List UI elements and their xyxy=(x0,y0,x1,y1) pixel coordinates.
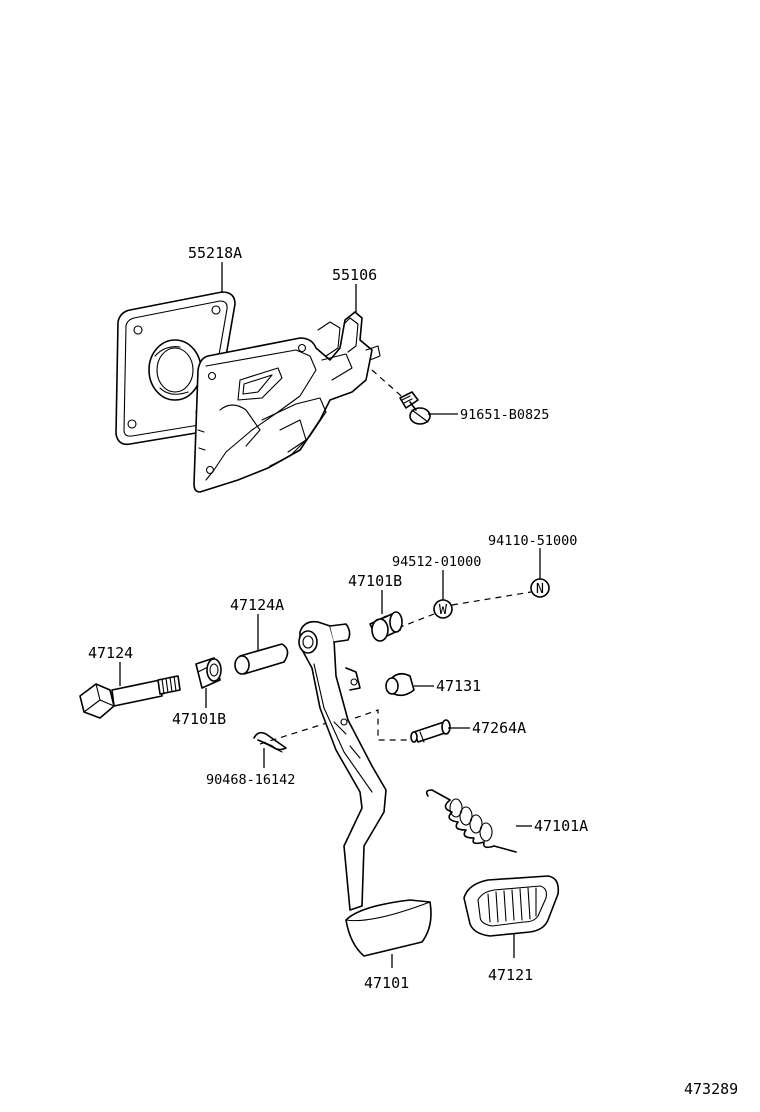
label-collar: 47124A xyxy=(230,596,284,614)
washer-w-symbol: W xyxy=(433,599,453,619)
pedal-pad xyxy=(463,875,560,937)
label-clip: 90468-16142 xyxy=(206,772,295,788)
washer-w-letter: W xyxy=(439,602,448,618)
pedal-bracket xyxy=(193,311,381,493)
return-spring xyxy=(425,789,517,853)
bushing-right xyxy=(369,611,403,642)
label-bushing-left: 47101B xyxy=(172,710,226,728)
label-stopper: 47131 xyxy=(436,677,481,695)
label-bracket-bolt: 91651-B0825 xyxy=(460,407,549,423)
drawing-number: 473289 xyxy=(684,1080,738,1098)
label-return-spring: 47101A xyxy=(534,817,588,835)
collar xyxy=(234,643,289,675)
axis-dashline-pin xyxy=(354,709,410,741)
pedal-arm xyxy=(298,620,432,957)
label-bushing-right: 47101B xyxy=(348,572,402,590)
clevis-pin xyxy=(410,719,451,743)
washer-n-symbol: N xyxy=(530,578,550,598)
cotter-clip xyxy=(253,731,287,753)
leader-lines xyxy=(119,262,541,968)
axis-dashline-washers xyxy=(397,591,532,629)
label-pedal-arm: 47101 xyxy=(364,974,409,992)
label-pin: 47264A xyxy=(472,719,526,737)
label-washer-n: 94110-51000 xyxy=(488,533,577,549)
bushing-left xyxy=(195,657,222,689)
label-pedal-bracket: 55106 xyxy=(332,266,377,284)
label-pivot-bolt: 47124 xyxy=(88,644,133,662)
label-pedal-pad: 47121 xyxy=(488,966,533,984)
stopper xyxy=(385,672,415,697)
bracket-bolt xyxy=(371,369,431,425)
washer-n-letter: N xyxy=(536,581,544,597)
label-washer-w: 94512-01000 xyxy=(392,554,481,570)
pivot-bolt xyxy=(79,675,181,719)
label-bracket-seal: 55218A xyxy=(188,244,242,262)
axis-dashline-clip xyxy=(259,721,331,745)
